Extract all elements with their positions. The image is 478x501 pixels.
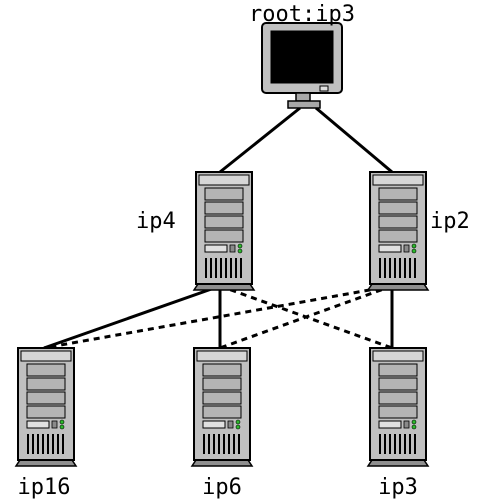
server-node-ip2[interactable]: ip2 <box>368 172 470 290</box>
server-icon <box>368 172 428 290</box>
server-label-ip4: ip4 <box>136 209 176 234</box>
server-label-ip2: ip2 <box>430 209 470 234</box>
server-icon <box>16 348 76 466</box>
server-node-ip6[interactable]: ip6 <box>192 348 252 500</box>
server-label-ip16: ip16 <box>18 475 71 500</box>
server-label-ip3: ip3 <box>378 475 418 500</box>
server-icon <box>192 348 252 466</box>
edge-ip2-ip16 <box>44 286 392 348</box>
edge-root-ip2 <box>316 108 392 172</box>
server-node-ip4[interactable]: ip4 <box>136 172 254 290</box>
edge-ip4-ip16 <box>44 286 220 348</box>
root-node[interactable]: root:ip3 <box>249 2 355 108</box>
server-label-ip6: ip6 <box>202 475 242 500</box>
server-node-ip3[interactable]: ip3 <box>368 348 428 500</box>
server-icon <box>368 348 428 466</box>
edge-root-ip4 <box>220 108 300 172</box>
server-node-ip16[interactable]: ip16 <box>16 348 76 500</box>
monitor-icon <box>262 23 342 108</box>
server-icon <box>194 172 254 290</box>
root-label: root:ip3 <box>249 2 355 27</box>
